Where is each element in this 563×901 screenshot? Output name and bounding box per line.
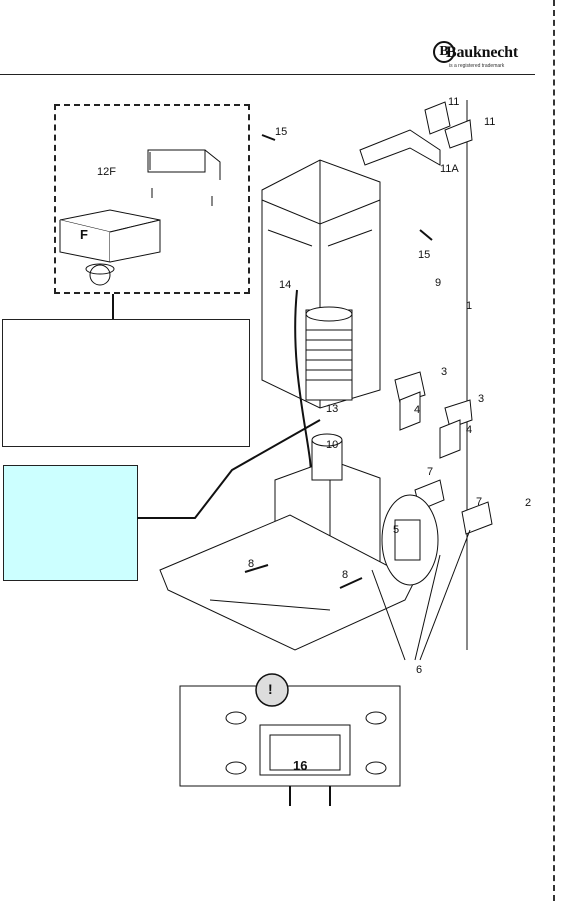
part-label-11: 11 (484, 116, 496, 128)
part-label-11: 11 (448, 96, 460, 108)
part-label-11A: 11A (440, 163, 459, 175)
part-label-4: 4 (414, 404, 421, 416)
cut-line (553, 0, 555, 901)
part-label-15: 15 (275, 126, 288, 138)
part-label-2: 2 (525, 497, 532, 509)
part-label-1: 1 (466, 300, 473, 312)
part-label-8: 8 (248, 558, 255, 570)
blank-note-box (2, 319, 250, 447)
part-label-14: 14 (279, 279, 292, 291)
logo-wordmark: Bauknecht (446, 44, 518, 61)
part-label-15: 15 (418, 249, 431, 261)
part-label-6: 6 (416, 664, 423, 676)
part-label-8: 8 (342, 569, 349, 581)
part-label-12F: 12F (97, 166, 116, 178)
part-label-F: F (80, 227, 88, 242)
logo-emblem: B (433, 41, 455, 63)
warning-mark: ! (268, 681, 273, 697)
header-rule (0, 74, 535, 75)
part-label-4: 4 (466, 424, 473, 436)
part-label-16: 16 (293, 758, 308, 773)
part-label-5: 5 (393, 524, 400, 536)
highlighted-note-box (3, 465, 138, 581)
logo-tagline: is a registered trademark (449, 63, 505, 69)
part-label-9: 9 (435, 277, 442, 289)
part-label-7: 7 (476, 496, 483, 508)
part-label-7: 7 (427, 466, 434, 478)
optional-filter-kit-box (54, 104, 250, 294)
part-label-13: 13 (326, 403, 339, 415)
part-label-10: 10 (326, 439, 339, 451)
part-label-3: 3 (478, 393, 485, 405)
part-label-3: 3 (441, 366, 448, 378)
warning-icon (255, 673, 289, 707)
